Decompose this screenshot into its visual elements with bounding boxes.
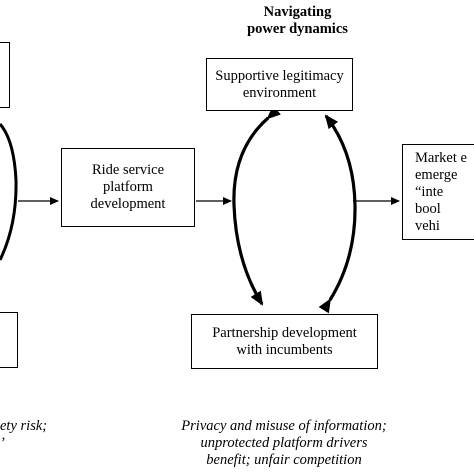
box-supportive-legitimacy: Supportive legitimacy environment: [206, 58, 353, 111]
box-market-emergence: Market e emerge “inte bool vehi: [402, 144, 474, 240]
left-cycle-arc: [0, 123, 18, 261]
box-legitimacy-label: Supportive legitimacy environment: [215, 67, 344, 101]
note-right: Privacy and misuse of information; unpro…: [181, 418, 387, 468]
note-left: ety risk; ’: [0, 418, 48, 451]
cycle-arc-left: [232, 105, 281, 306]
box-ride-service-label: Ride service platform development: [90, 162, 166, 212]
box-partnership-development: Partnership development with incumbents: [191, 314, 378, 369]
box-bottom-left-partial: [0, 312, 18, 368]
box-partnership-label: Partnership development with incumbents: [212, 324, 357, 358]
box-market-label: Market e emerge “inte bool vehi: [415, 149, 467, 234]
box-ride-service: Ride service platform development: [61, 148, 195, 227]
cycle-arc-right: [318, 114, 357, 314]
diagram-title: Navigating power dynamics: [247, 4, 348, 37]
box-top-left-partial: [0, 42, 10, 108]
